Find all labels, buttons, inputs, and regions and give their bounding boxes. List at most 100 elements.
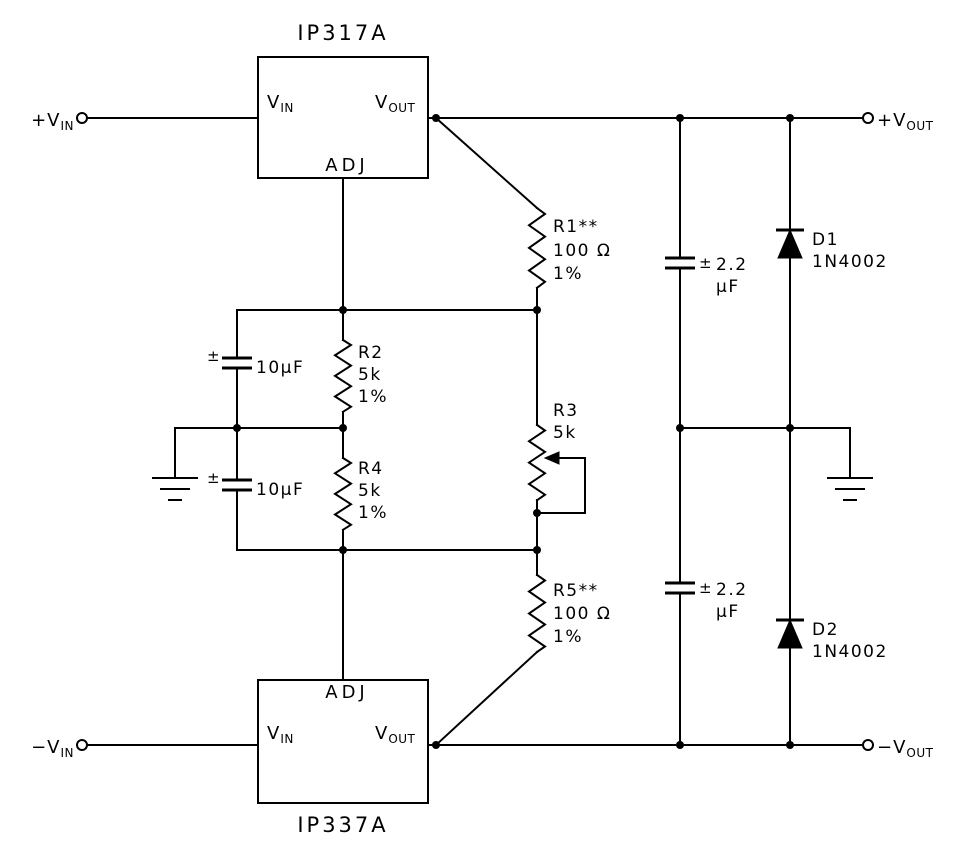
r1-ref-label: R1** [553,217,599,237]
resistor-r4 [333,456,353,532]
junction-dot [676,114,684,122]
potentiometer-r3-zigzag [527,423,547,502]
ip337a-title: IP337A [297,813,388,837]
resistor-r2 [333,338,353,414]
d1-part-label: 1N4002 [812,252,888,272]
r5-ref-label: R5** [553,581,599,601]
d2-triangle-icon [777,618,803,649]
terminal-label-main: −V [877,737,906,758]
terminal-label-main: −V [31,737,60,758]
d1-ref-label: D1 [812,230,839,250]
junction-dot [432,741,440,749]
ip337a-pin-vout-label: VOUT [375,723,416,746]
terminal-neg-vout [862,739,874,751]
capacitor-c-out-bottom [665,427,695,746]
ground-symbol-right [827,477,873,501]
ip317a-pin-vin-label: VIN [267,92,294,115]
junction-dot [339,424,347,432]
capacitor-c-adj-bottom [222,427,252,551]
potentiometer-r3 [527,423,586,514]
ip317a-pin-adj-label: ADJ [325,155,368,176]
r3-ref-label: R3 [553,401,579,421]
c-adj-bottom-polarity-label: ± [207,469,220,487]
ip317a-pin-vout-label: VOUT [375,92,416,115]
pin-label-main: V [267,92,280,113]
resistor-r4-zigzag [333,456,353,532]
ip337a-pin-adj-label: ADJ [325,682,368,703]
terminal-pos-vout-label: +VOUT [877,110,934,133]
pin-label-sub: IN [280,732,294,746]
r3-value-label: 5k [553,423,577,443]
c-out-top-value-label-2: µF [716,277,740,297]
pin-label-main: V [375,92,388,113]
junction-dot [533,546,541,554]
ip317a-title: IP317A [297,21,388,45]
ground-symbol-left [152,477,198,501]
junction-dot [339,306,347,314]
r1-value-label: 100 Ω [553,241,611,261]
r3-wiper-arrow-icon [543,451,560,465]
d1-triangle-icon [777,228,803,259]
ip317a-regulator-box [257,56,429,179]
terminal-pos-vin-label: +VIN [31,110,74,133]
r2-tolerance-label: 1% [358,387,388,407]
junction-dot [786,114,794,122]
terminal-pos-vout [862,112,874,124]
resistor-r2-zigzag [333,338,353,414]
c-adj-top-polarity-label: ± [207,347,220,365]
junction-dot [339,546,347,554]
diode-d2 [776,427,804,746]
junction-dots [233,114,794,749]
r1-tolerance-label: 1% [553,264,583,284]
capacitor-c-adj-top [222,309,252,429]
junction-dot [786,741,794,749]
c-out-bottom-polarity-label: ± [699,579,712,597]
d2-part-label: 1N4002 [812,642,888,662]
r4-value-label: 5k [358,481,382,501]
terminal-neg-vin-label: −VIN [31,737,74,760]
pin-label-main: V [267,723,280,744]
c-out-bottom-value-label-2: µF [716,602,740,622]
capacitor-c-out-top [665,117,695,429]
c-out-bottom-value-label-1: 2.2 [716,580,748,600]
r4-ref-label: R4 [358,459,384,479]
r4-tolerance-label: 1% [358,503,388,523]
r2-value-label: 5k [358,365,382,385]
junction-dot [533,306,541,314]
terminal-label-sub: OUT [906,119,933,133]
diode-d1 [776,117,804,429]
wires [81,116,869,747]
terminal-label-main: +V [31,110,60,131]
terminal-label-sub: IN [60,119,74,133]
resistor-r1-zigzag [527,206,547,290]
pin-label-main: V [375,723,388,744]
terminal-label-main: +V [877,110,906,131]
terminal-label-sub: IN [60,746,74,760]
c-out-top-polarity-label: ± [699,254,712,272]
junction-dot [533,509,541,517]
terminal-label-sub: OUT [906,746,933,760]
c-out-top-value-label-1: 2.2 [716,255,748,275]
terminal-neg-vout-label: −VOUT [877,737,934,760]
pin-label-sub: OUT [388,101,415,115]
junction-dot [676,424,684,432]
wire-diagonal-r5-to-vout [434,650,539,747]
d2-ref-label: D2 [812,620,839,640]
c-adj-top-value-label: 10µF [256,358,304,378]
r5-tolerance-label: 1% [553,627,583,647]
resistor-r5 [527,573,547,654]
c-adj-bottom-value-label: 10µF [256,480,304,500]
ip337a-pin-vin-label: VIN [267,723,294,746]
junction-dot [233,424,241,432]
ip337a-regulator-box [257,679,429,804]
r2-ref-label: R2 [358,343,384,363]
wire-diagonal-vout-to-r1 [434,116,539,210]
junction-dot [786,424,794,432]
r5-value-label: 100 Ω [553,604,611,624]
terminal-neg-vin [76,739,88,751]
junction-dot [432,114,440,122]
terminal-pos-vin [76,112,88,124]
resistor-r1 [527,206,547,290]
junction-dot [676,741,684,749]
